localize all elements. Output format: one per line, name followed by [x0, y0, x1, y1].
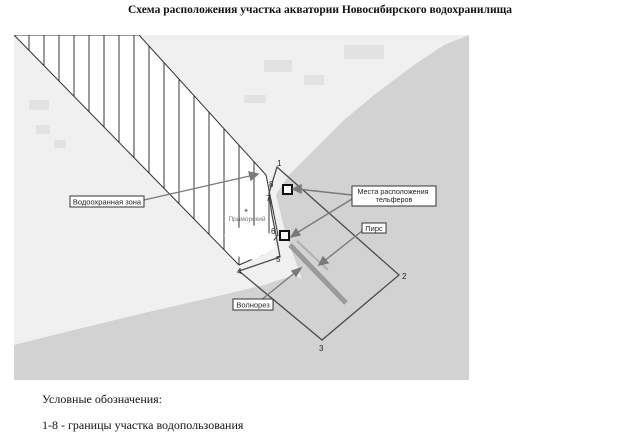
label-telpher-locations: Места расположения тельферов: [357, 187, 430, 204]
boundary-point-label: 4: [237, 267, 242, 276]
telpher-location-marker: [282, 184, 293, 195]
boundary-point-label: 2: [402, 272, 407, 281]
label-pier: Пирс: [365, 224, 383, 233]
legend-item: 1-8 - границы участка водопользования: [42, 418, 244, 432]
label-breakwater: Волнорез: [236, 301, 270, 310]
svg-text:✦: ✦: [243, 207, 249, 215]
callout-water-protection-zone: Водоохранная зона: [69, 195, 145, 208]
water-area-upper: [276, 35, 469, 380]
boundary-point-label: 8: [269, 180, 274, 189]
boundary-point-label: 5: [276, 255, 281, 264]
site-map: ✦ Приморский 1 2 3 4 5 6 7 8: [14, 35, 469, 380]
boundary-point-label: 6: [271, 227, 276, 236]
boundary-point-label: 1: [277, 159, 282, 168]
pier: [296, 240, 329, 271]
legend-title: Условные обозначения:: [42, 392, 163, 406]
callout-telpher-locations: Места расположения тельферов: [351, 185, 437, 207]
breakwater: [288, 243, 348, 305]
label-water-protection-zone: Водоохранная зона: [73, 198, 142, 207]
page-title: Схема расположения участка акватории Нов…: [127, 4, 513, 16]
callout-breakwater: Волнорез: [232, 298, 274, 311]
settlement-marker: ✦ Приморский: [229, 207, 266, 223]
water-use-boundary: [237, 165, 400, 341]
settlement-label: Приморский: [229, 215, 266, 223]
boundary-point-label: 3: [319, 344, 324, 353]
telpher-location-marker: [279, 230, 290, 241]
callout-pier: Пирс: [361, 222, 387, 234]
boundary-point-label: 7: [266, 194, 271, 203]
